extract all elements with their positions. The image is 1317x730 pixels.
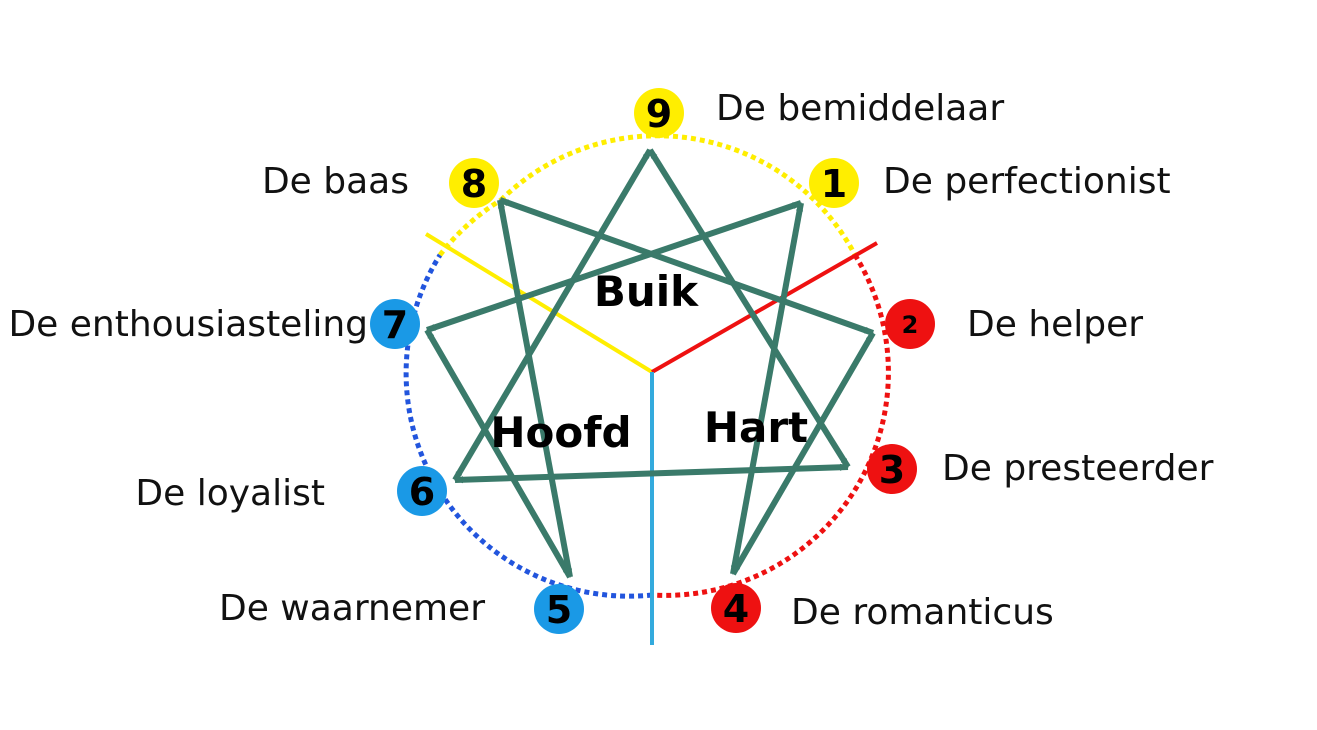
type-4-label: De romanticus bbox=[791, 592, 1054, 633]
head-arc bbox=[403, 253, 653, 599]
connection-8-2 bbox=[498, 197, 875, 336]
heart-center-label: Hart bbox=[704, 403, 808, 452]
type-9-label: De bemiddelaar bbox=[716, 88, 1004, 129]
type-7-label: De enthousiasteling bbox=[8, 304, 368, 345]
head-center-label: Hoofd bbox=[490, 408, 631, 457]
type-6-label: De loyalist bbox=[135, 473, 325, 514]
type-3-badge: 3 bbox=[867, 444, 917, 494]
type-5-number: 5 bbox=[546, 588, 572, 632]
type-2-number: 2 bbox=[902, 311, 919, 339]
type-8-number: 8 bbox=[461, 162, 487, 206]
type-9-badge: 9 bbox=[634, 88, 684, 138]
type-1-badge: 1 bbox=[809, 158, 859, 208]
type-7-number-label: 7 bbox=[382, 303, 408, 347]
type-2-label: De helper bbox=[967, 304, 1143, 345]
connection-4-1 bbox=[730, 202, 804, 575]
gut-center-label: Buik bbox=[594, 267, 699, 316]
type-8-badge: 8 bbox=[449, 158, 499, 208]
type-6-number: 6 bbox=[409, 470, 435, 514]
type-6-badge: 6 bbox=[397, 466, 447, 516]
type-5-badge: 5 bbox=[534, 584, 584, 634]
type-4-badge: 4 bbox=[711, 583, 761, 633]
type-1-number: 1 bbox=[821, 162, 847, 206]
type-7-badge: 6 7 bbox=[370, 299, 420, 349]
type-1-label: De perfectionist bbox=[883, 161, 1171, 202]
type-9-number: 9 bbox=[646, 92, 672, 136]
connection-arrows bbox=[424, 148, 876, 579]
type-3-number: 3 bbox=[879, 448, 905, 492]
type-3-label: De presteerder bbox=[942, 448, 1214, 489]
type-8-label: De baas bbox=[262, 161, 409, 202]
type-5-label: De waarnemer bbox=[219, 588, 485, 629]
type-2-badge: 2 bbox=[885, 299, 935, 349]
type-4-number: 4 bbox=[723, 587, 749, 631]
